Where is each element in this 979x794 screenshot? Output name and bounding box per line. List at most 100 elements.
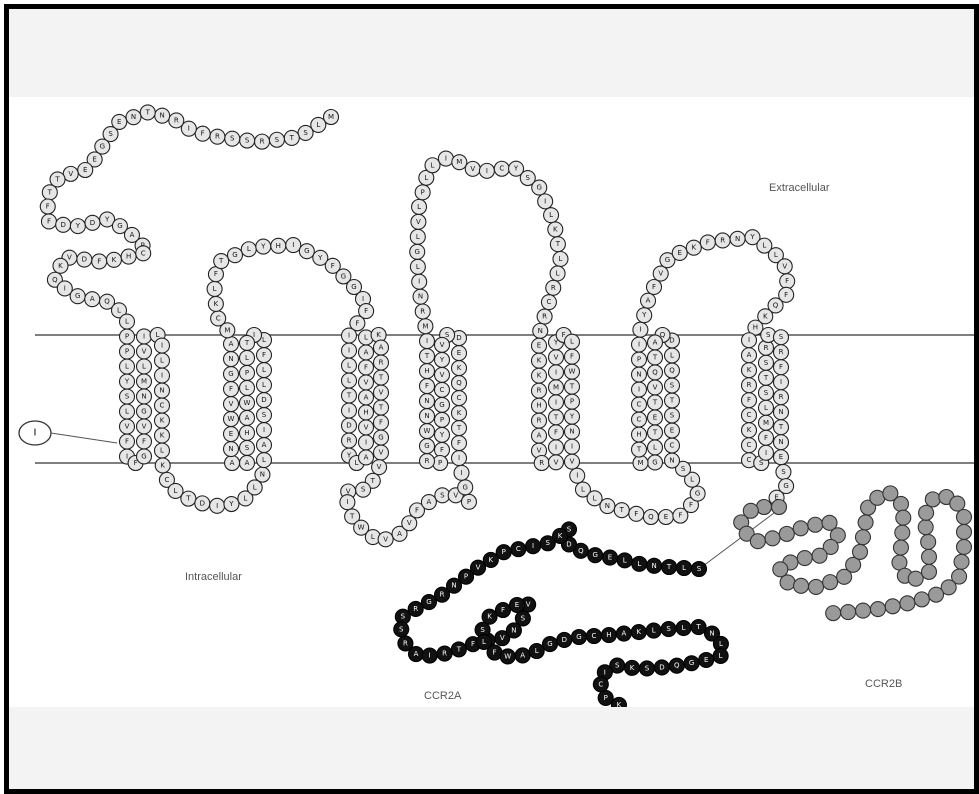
svg-text:Y: Y [124,378,130,386]
svg-text:A: A [364,453,369,461]
svg-text:V: V [526,601,531,609]
svg-text:G: G [665,256,670,264]
residue-bead: W [420,424,435,439]
svg-text:L: L [160,447,164,455]
ccr2a-residue-bead: T [662,560,677,575]
residue-bead: L [257,453,272,468]
svg-text:N: N [605,502,610,510]
svg-text:S: S [401,613,406,621]
svg-text:T: T [145,108,151,116]
svg-text:K: K [457,409,462,417]
residue-bead: N [413,289,428,304]
residue-bead: S [759,385,774,400]
svg-text:L: L [549,211,553,219]
svg-text:L: L [416,263,420,271]
svg-text:D: D [60,221,65,229]
svg-text:V: V [470,165,475,173]
residue-bead: C [136,246,151,261]
svg-text:W: W [228,415,235,423]
svg-text:S: S [764,359,769,367]
residue-bead: S [240,440,255,455]
residue-bead: I [286,238,301,253]
ccr2a-residue-bead: G [588,548,603,563]
svg-text:L: L [125,318,129,326]
svg-text:Y: Y [439,356,445,364]
svg-text:G: G [100,143,105,151]
svg-text:Y: Y [317,254,323,262]
ccr2b-residue-bead [893,496,908,511]
svg-text:E: E [537,342,541,350]
svg-text:V: V [440,341,445,349]
residue-bead: G [648,455,663,470]
ccr2a-label: CCR2A [424,690,462,702]
residue-bead: G [420,439,435,454]
svg-text:N: N [636,371,641,379]
ccr2b-residue-bead [793,521,808,536]
svg-text:K: K [537,357,542,365]
svg-text:G: G [141,452,146,460]
svg-text:Q: Q [773,301,779,309]
residue-bead: V [435,337,450,352]
residue-bead: R [374,355,389,370]
residue-bead: A [359,390,374,405]
svg-text:Y: Y [228,500,234,508]
residue-bead: S [257,408,272,423]
ccr2a-residue-bead: Q [669,658,684,673]
residue-bead: K [208,296,223,311]
svg-text:L: L [593,494,597,502]
residue-bead: I [155,338,170,353]
ccr2b-residue-bead [765,531,780,546]
svg-text:T: T [669,397,675,405]
ccr2b-residue-bead [896,510,911,525]
svg-text:C: C [747,456,752,464]
svg-text:S: S [262,411,267,419]
svg-text:A: A [621,630,626,638]
residue-bead: R [415,304,430,319]
svg-text:C: C [637,416,642,424]
svg-text:T: T [370,477,376,485]
svg-text:V: V [364,378,369,386]
svg-text:Q: Q [104,298,110,306]
svg-text:Q: Q [674,662,680,670]
svg-text:S: S [245,137,250,145]
ccr2b-residue-bead [900,596,915,611]
ccr2a-residue-bead: A [616,626,631,641]
svg-text:G: G [141,407,146,415]
residue-bead: I [632,337,647,352]
svg-text:M: M [763,419,769,427]
svg-text:I: I [765,449,767,457]
residue-bead: G [435,397,450,412]
svg-text:H: H [363,408,368,416]
svg-text:C: C [440,386,445,394]
residue-bead: F [359,360,374,375]
residue-bead: N [255,467,270,482]
svg-text:S: S [275,136,280,144]
residue-bead: I [342,343,357,358]
svg-text:F: F [652,283,656,291]
svg-text:C: C [598,680,603,688]
residue-bead: S [298,125,313,140]
residue-bead: S [356,482,371,497]
svg-text:P: P [502,548,506,556]
svg-text:F: F [554,428,558,436]
svg-text:I: I [161,342,163,350]
svg-text:G: G [426,598,431,606]
residue-bead: C [211,311,226,326]
svg-text:H: H [536,402,541,410]
ccr2b-residue-bead [921,534,936,549]
svg-text:S: S [567,525,572,533]
svg-text:R: R [215,133,220,141]
residue-bead: V [653,266,668,281]
svg-text:I: I [445,155,447,163]
svg-text:R: R [551,284,556,292]
ccr2a-residue-bead: D [654,660,669,675]
svg-text:V: V [67,254,72,262]
residue-bead: R [169,113,184,128]
residue-bead: F [435,442,450,457]
svg-text:I: I [188,125,190,133]
svg-text:T: T [555,240,561,248]
residue-bead: V [120,419,135,434]
svg-text:I: I [418,278,420,286]
svg-text:H: H [424,367,429,375]
residue-bead: H [632,427,647,442]
